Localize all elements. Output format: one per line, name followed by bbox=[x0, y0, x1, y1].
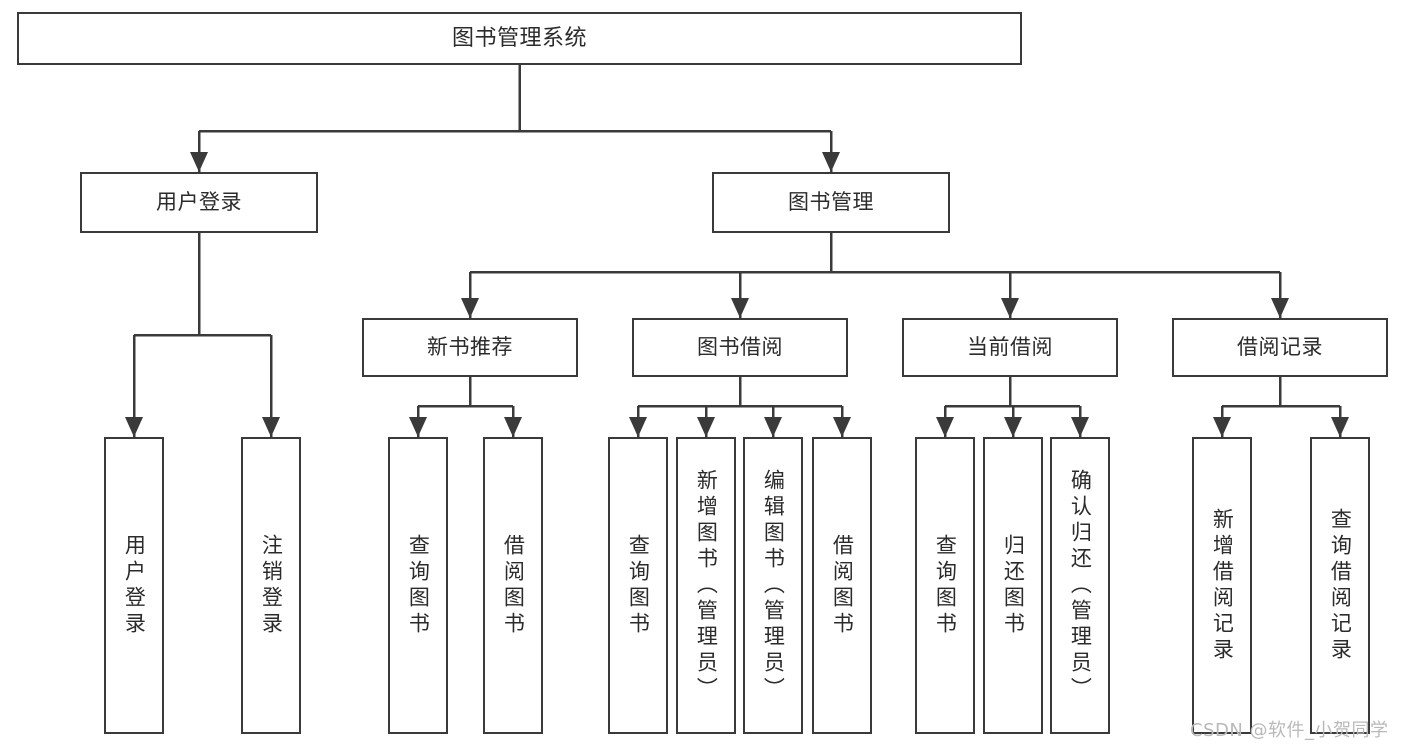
arrow-head-icon-newbook bbox=[461, 298, 479, 318]
node-label: 新增图书（管理员） bbox=[694, 468, 719, 703]
arrow-head-icon-leaf-bor-4 bbox=[833, 417, 851, 437]
node-label: 图书管理 bbox=[788, 190, 874, 215]
node-label: 图书管理系统 bbox=[451, 25, 587, 51]
node-label: 借阅图书 bbox=[501, 533, 526, 638]
node-leaf-login-2[interactable]: 注销登录 bbox=[241, 437, 301, 734]
arrow-head-icon-leaf-rec-1 bbox=[1213, 417, 1231, 437]
arrow-head-icon-leaf-login-2 bbox=[262, 417, 280, 437]
node-leaf-bor-3[interactable]: 编辑图书（管理员） bbox=[743, 437, 803, 734]
arrow-head-icon-borrow bbox=[731, 298, 749, 318]
node-login[interactable]: 用户登录 bbox=[80, 172, 318, 233]
node-label: 查询借阅记录 bbox=[1328, 507, 1353, 664]
node-newbook[interactable]: 新书推荐 bbox=[362, 318, 578, 377]
node-label: 查询图书 bbox=[626, 533, 651, 638]
node-leaf-bor-1[interactable]: 查询图书 bbox=[608, 437, 668, 734]
node-borrow[interactable]: 图书借阅 bbox=[632, 318, 848, 377]
node-leaf-bor-4[interactable]: 借阅图书 bbox=[812, 437, 872, 734]
arrow-head-icon-leaf-login-1 bbox=[125, 417, 143, 437]
node-label: 编辑图书（管理员） bbox=[761, 468, 786, 703]
node-leaf-cur-1[interactable]: 查询图书 bbox=[915, 437, 975, 734]
node-label: 用户登录 bbox=[122, 533, 147, 638]
arrow-head-icon-leaf-bor-3 bbox=[764, 417, 782, 437]
node-leaf-cur-2[interactable]: 归还图书 bbox=[983, 437, 1043, 734]
node-label: 用户登录 bbox=[156, 190, 242, 215]
node-label: 借阅记录 bbox=[1237, 335, 1323, 360]
arrow-head-icon-leaf-cur-3 bbox=[1071, 417, 1089, 437]
node-label: 新增借阅记录 bbox=[1210, 507, 1235, 664]
node-label: 查询图书 bbox=[406, 533, 431, 638]
node-root[interactable]: 图书管理系统 bbox=[17, 12, 1022, 65]
arrow-head-icon-leaf-rec-2 bbox=[1331, 417, 1349, 437]
node-label: 新书推荐 bbox=[427, 335, 513, 360]
node-label: 当前借阅 bbox=[967, 335, 1053, 360]
node-leaf-rec-1[interactable]: 新增借阅记录 bbox=[1192, 437, 1252, 734]
node-leaf-bor-2[interactable]: 新增图书（管理员） bbox=[676, 437, 736, 734]
arrow-head-icon-leaf-new-2 bbox=[504, 417, 522, 437]
node-current[interactable]: 当前借阅 bbox=[902, 318, 1118, 377]
arrow-head-icon-leaf-bor-1 bbox=[629, 417, 647, 437]
node-label: 注销登录 bbox=[259, 533, 284, 638]
arrow-head-icon-leaf-new-1 bbox=[409, 417, 427, 437]
node-leaf-cur-3[interactable]: 确认归还（管理员） bbox=[1050, 437, 1110, 734]
arrow-head-icon-bookmgmt bbox=[822, 152, 840, 172]
node-bookmgmt[interactable]: 图书管理 bbox=[712, 172, 950, 233]
node-label: 确认归还（管理员） bbox=[1068, 468, 1093, 703]
node-leaf-new-1[interactable]: 查询图书 bbox=[388, 437, 448, 734]
node-leaf-new-2[interactable]: 借阅图书 bbox=[483, 437, 543, 734]
node-label: 查询图书 bbox=[933, 533, 958, 638]
arrow-head-icon-leaf-bor-2 bbox=[697, 417, 715, 437]
node-label: 图书借阅 bbox=[697, 335, 783, 360]
node-label: 归还图书 bbox=[1001, 533, 1026, 638]
node-leaf-rec-2[interactable]: 查询借阅记录 bbox=[1310, 437, 1370, 734]
node-label: 借阅图书 bbox=[830, 533, 855, 638]
arrow-head-icon-login bbox=[190, 152, 208, 172]
arrow-head-icon-leaf-cur-1 bbox=[936, 417, 954, 437]
arrow-head-icon-leaf-cur-2 bbox=[1004, 417, 1022, 437]
node-records[interactable]: 借阅记录 bbox=[1172, 318, 1388, 377]
node-leaf-login-1[interactable]: 用户登录 bbox=[104, 437, 164, 734]
arrow-head-icon-current bbox=[1001, 298, 1019, 318]
arrow-head-icon-records bbox=[1271, 298, 1289, 318]
